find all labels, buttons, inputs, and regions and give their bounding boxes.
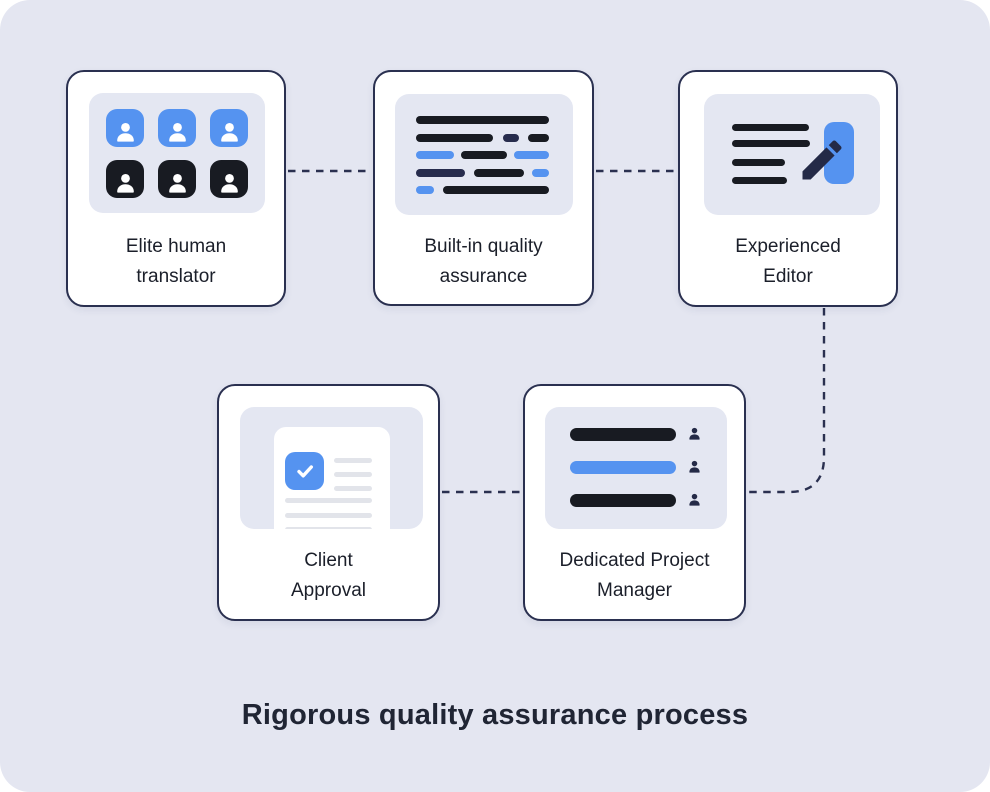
document (274, 427, 390, 529)
person-icon (106, 159, 144, 198)
text-line (285, 527, 372, 529)
text-line (334, 472, 372, 477)
person-icon (689, 493, 700, 506)
text-line (285, 498, 372, 503)
person-icon (106, 108, 144, 147)
task-row (570, 493, 702, 507)
person-icon (689, 460, 700, 473)
person-icon (158, 159, 196, 198)
person-icon (158, 108, 196, 147)
text-lines (416, 116, 549, 194)
task-row (570, 460, 702, 474)
card-label: Dedicated Project Manager (559, 550, 710, 601)
card-label: Experienced Editor (735, 236, 841, 287)
approved-document-icon (240, 407, 423, 529)
task-row (570, 427, 702, 441)
text-line (285, 513, 372, 518)
connector-editor-to-manager (748, 308, 826, 494)
card-dedicated-project-manager: Dedicated Project Manager (523, 384, 746, 621)
text-line (732, 159, 785, 166)
text-line (732, 124, 809, 131)
pencil-icon (802, 140, 842, 180)
person-icon (210, 159, 248, 198)
card-elite-human-translator: Elite human translator (66, 70, 286, 307)
person-icon (210, 108, 248, 147)
people-grid-icon (89, 93, 265, 213)
text-line (334, 458, 372, 463)
task-list-icon (545, 407, 727, 529)
text-line (732, 140, 810, 147)
card-label: Built-in quality assurance (424, 236, 543, 287)
card-client-approval: Client Approval (217, 384, 440, 621)
card-experienced-editor: Experienced Editor (678, 70, 898, 307)
card-built-in-quality-assurance: Built-in quality assurance (373, 70, 594, 306)
text-line (334, 486, 372, 491)
person-icon (689, 427, 700, 440)
diagram-title: Rigorous quality assurance process (241, 699, 749, 731)
checkmark-icon (285, 452, 324, 490)
card-label: Client Approval (291, 550, 366, 601)
card-label: Elite human translator (125, 236, 227, 287)
text-line (732, 177, 787, 184)
